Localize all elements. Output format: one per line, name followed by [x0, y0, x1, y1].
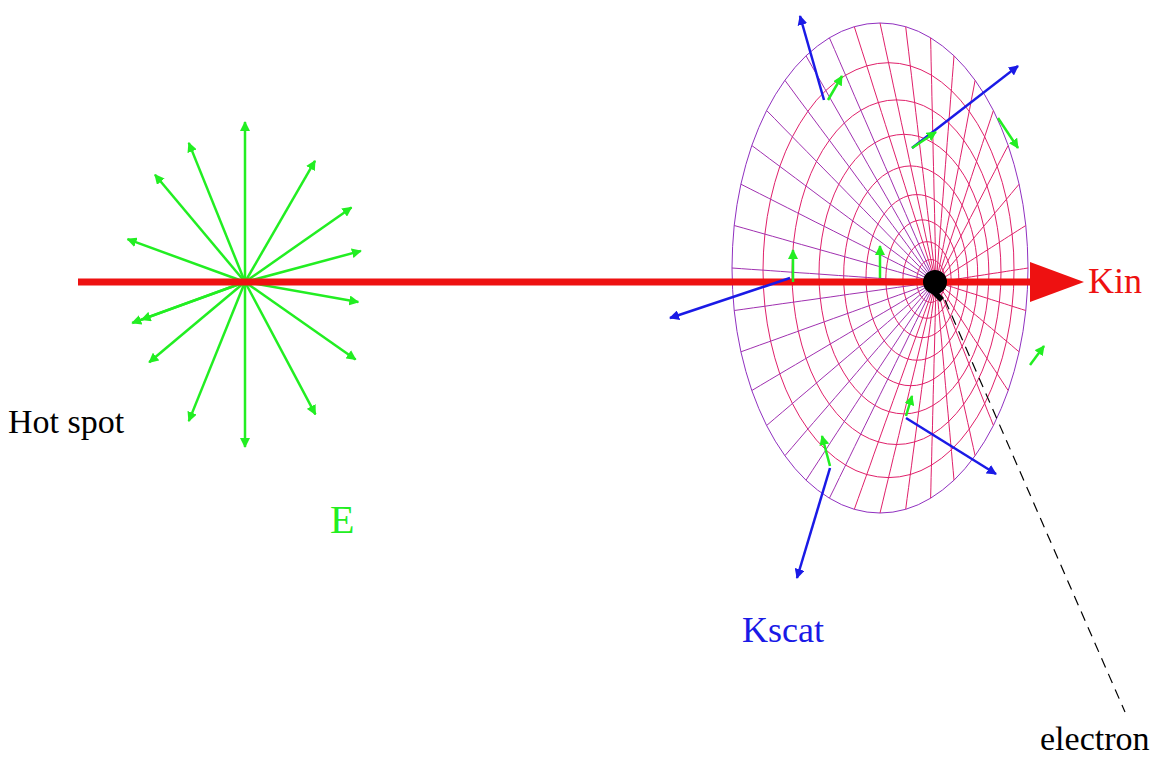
scattered-vectors	[670, 16, 1018, 578]
mesh-line	[939, 111, 993, 276]
beam-label: Kin	[1088, 263, 1142, 299]
field-ray	[132, 282, 245, 323]
mesh-line	[829, 38, 930, 272]
mesh-line	[880, 23, 933, 271]
mesh-line	[792, 100, 1001, 445]
electron-tail	[928, 284, 944, 302]
mesh-line	[785, 80, 929, 273]
field-ray	[245, 161, 315, 282]
mesh-line	[741, 285, 927, 352]
mesh-line	[732, 23, 1028, 513]
mesh-line	[941, 226, 1026, 280]
mesh-line	[763, 63, 1014, 478]
mesh-line	[806, 291, 930, 481]
mesh-line	[940, 184, 1019, 278]
mesh-line	[767, 288, 928, 425]
mesh-line	[806, 56, 930, 273]
electron-label: electron	[1040, 722, 1150, 756]
mesh-line	[829, 291, 930, 498]
mesh-line	[931, 38, 936, 272]
electron-leader	[945, 300, 1125, 712]
field-ray	[244, 282, 247, 447]
mesh-line	[938, 289, 975, 455]
mesh-line	[819, 134, 989, 414]
mesh-line	[931, 291, 936, 498]
field-ray	[245, 282, 315, 414]
field-ray	[245, 282, 356, 359]
mesh-line	[734, 226, 926, 280]
beam-arrowhead	[1030, 262, 1084, 302]
mesh-line	[906, 27, 935, 272]
field-ray	[149, 282, 245, 362]
mesh-line	[767, 111, 928, 276]
mesh-line	[940, 287, 1009, 391]
field-vectors	[793, 76, 1044, 466]
mesh-line	[937, 291, 954, 481]
mesh-line	[940, 285, 1019, 352]
scattered-label: Kscat	[742, 612, 824, 648]
field-ray	[245, 251, 361, 282]
field-ray	[189, 282, 245, 421]
mesh-line	[937, 56, 954, 273]
mesh-line	[854, 292, 932, 510]
mesh-line	[941, 283, 1026, 310]
mesh-line	[785, 289, 929, 455]
field-ray	[245, 207, 352, 282]
field-ray	[142, 282, 245, 320]
incoming-beam	[78, 279, 1040, 286]
mesh-line	[940, 146, 1009, 277]
hot-spot-label: Hot spot	[8, 405, 124, 439]
field-label: E	[330, 500, 354, 540]
field-ray	[189, 143, 245, 282]
mesh-line	[752, 146, 927, 277]
field-ray	[244, 122, 247, 282]
field-ray	[155, 175, 245, 282]
torus-mesh	[732, 23, 1028, 513]
